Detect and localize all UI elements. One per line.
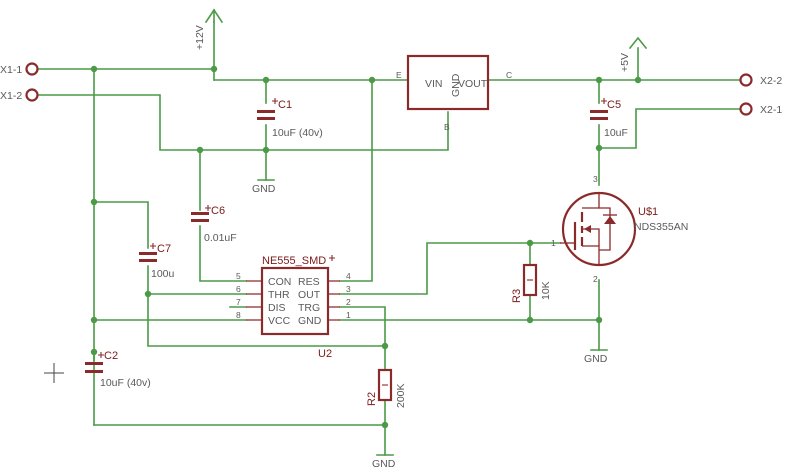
capacitor-c6-value: 0.01uF — [204, 232, 237, 244]
ic-pin-res: RES — [298, 276, 320, 288]
ic-pin-num-1: 1 — [346, 310, 351, 320]
junction-dots — [90, 65, 642, 429]
ic-pin-num-3: 3 — [346, 284, 351, 294]
supply-5v-label: +5V — [619, 53, 631, 72]
resistor-r3-value: 10K — [540, 281, 552, 300]
ic-pin-thr: THR — [268, 289, 290, 301]
gnd-mosfet: GND — [584, 349, 608, 365]
capacitor-c1[interactable]: C1 10uF (40v) — [257, 98, 323, 139]
capacitor-c7-value: 100u — [151, 268, 175, 280]
supply-12v-label: +12V — [194, 25, 206, 50]
connector-x1-2-label: X1-2 — [0, 90, 22, 102]
gnd-bottom-label: GND — [372, 458, 396, 470]
ic-pin-out: OUT — [298, 289, 321, 301]
connector-x1-1[interactable]: X1-1 — [0, 62, 39, 77]
gnd-mosfet-label: GND — [584, 353, 608, 365]
regulator-pin-e: E — [396, 70, 402, 80]
ic-pin-num-2: 2 — [346, 297, 351, 307]
ic-pin-num-5: 5 — [236, 271, 241, 281]
ic-pin-con: CON — [268, 276, 291, 288]
gnd-bottom: GND — [372, 454, 396, 470]
ic-pin-trg: TRG — [298, 302, 320, 314]
ic-pin-vcc: VCC — [268, 315, 291, 327]
resistor-r3[interactable]: R3 10K — [511, 263, 552, 303]
capacitor-c5-name: C5 — [607, 99, 621, 111]
ic-pin-num-4: 4 — [346, 271, 351, 281]
connector-x1-2[interactable]: X1-2 — [0, 88, 39, 103]
capacitor-c2-name: C2 — [104, 350, 118, 362]
mosfet-name: U$1 — [638, 206, 658, 218]
resistor-r2-name: R2 — [366, 392, 378, 406]
resistor-r2-value: 200K — [395, 383, 407, 408]
regulator-vin-label: VIN — [425, 78, 443, 90]
origin-crosshair — [44, 363, 64, 383]
mosfet-pin-drain: 3 — [593, 174, 598, 184]
gnd-c1: GND — [252, 179, 276, 195]
mosfet-pin-source: 2 — [593, 274, 598, 284]
connector-x2-1[interactable]: X2-1 — [739, 102, 783, 117]
connector-x1-1-label: X1-1 — [0, 64, 22, 76]
capacitor-c5[interactable]: C5 10uF — [590, 98, 628, 139]
supply-5v: +5V — [619, 36, 648, 72]
connector-x2-2[interactable]: X2-2 — [739, 73, 783, 88]
mosfet-u1[interactable]: 3 1 2 U$1 NDS355AN — [551, 174, 688, 284]
capacitor-c6-name: C6 — [211, 205, 225, 217]
gnd-c1-label: GND — [252, 183, 276, 195]
ic-pin-num-6: 6 — [236, 284, 241, 294]
connector-x2-2-label: X2-2 — [760, 75, 782, 87]
capacitor-c2[interactable]: C2 10uF (40v) — [85, 350, 151, 389]
regulator-vout-label: VOUT — [458, 78, 488, 90]
capacitor-c1-name: C1 — [278, 99, 292, 111]
voltage-regulator[interactable]: VIN VOUT GND E C B — [396, 54, 512, 132]
resistor-r2[interactable]: R2 200K — [366, 368, 407, 408]
capacitor-c2-value: 10uF (40v) — [100, 377, 151, 389]
ic-pin-dis: DIS — [268, 302, 286, 314]
regulator-gnd-label: GND — [450, 73, 462, 97]
mosfet-value: NDS355AN — [634, 221, 688, 233]
connector-x2-1-label: X2-1 — [760, 104, 782, 116]
ic-value: NE555_SMD — [262, 255, 326, 267]
supply-12v: +12V — [194, 8, 224, 50]
capacitor-c7-name: C7 — [157, 243, 171, 255]
capacitor-c1-value: 10uF (40v) — [272, 127, 323, 139]
regulator-pin-c: C — [506, 70, 512, 80]
ic-ne555[interactable]: NE555_SMD U2 CON THR DIS VCC RES OUT TRG… — [236, 255, 351, 360]
ic-pin-gnd: GND — [298, 315, 322, 327]
capacitor-c7[interactable]: C7 100u — [139, 243, 175, 280]
resistor-r3-name: R3 — [511, 289, 523, 303]
regulator-pin-b: B — [444, 122, 450, 132]
ic-pin-num-7: 7 — [236, 297, 241, 307]
ic-pin-num-8: 8 — [236, 310, 241, 320]
capacitor-c5-value: 10uF — [604, 127, 628, 139]
capacitor-c6[interactable]: C6 0.01uF — [191, 205, 237, 244]
ic-name: U2 — [318, 348, 332, 360]
mosfet-pin-gate: 1 — [551, 238, 556, 248]
